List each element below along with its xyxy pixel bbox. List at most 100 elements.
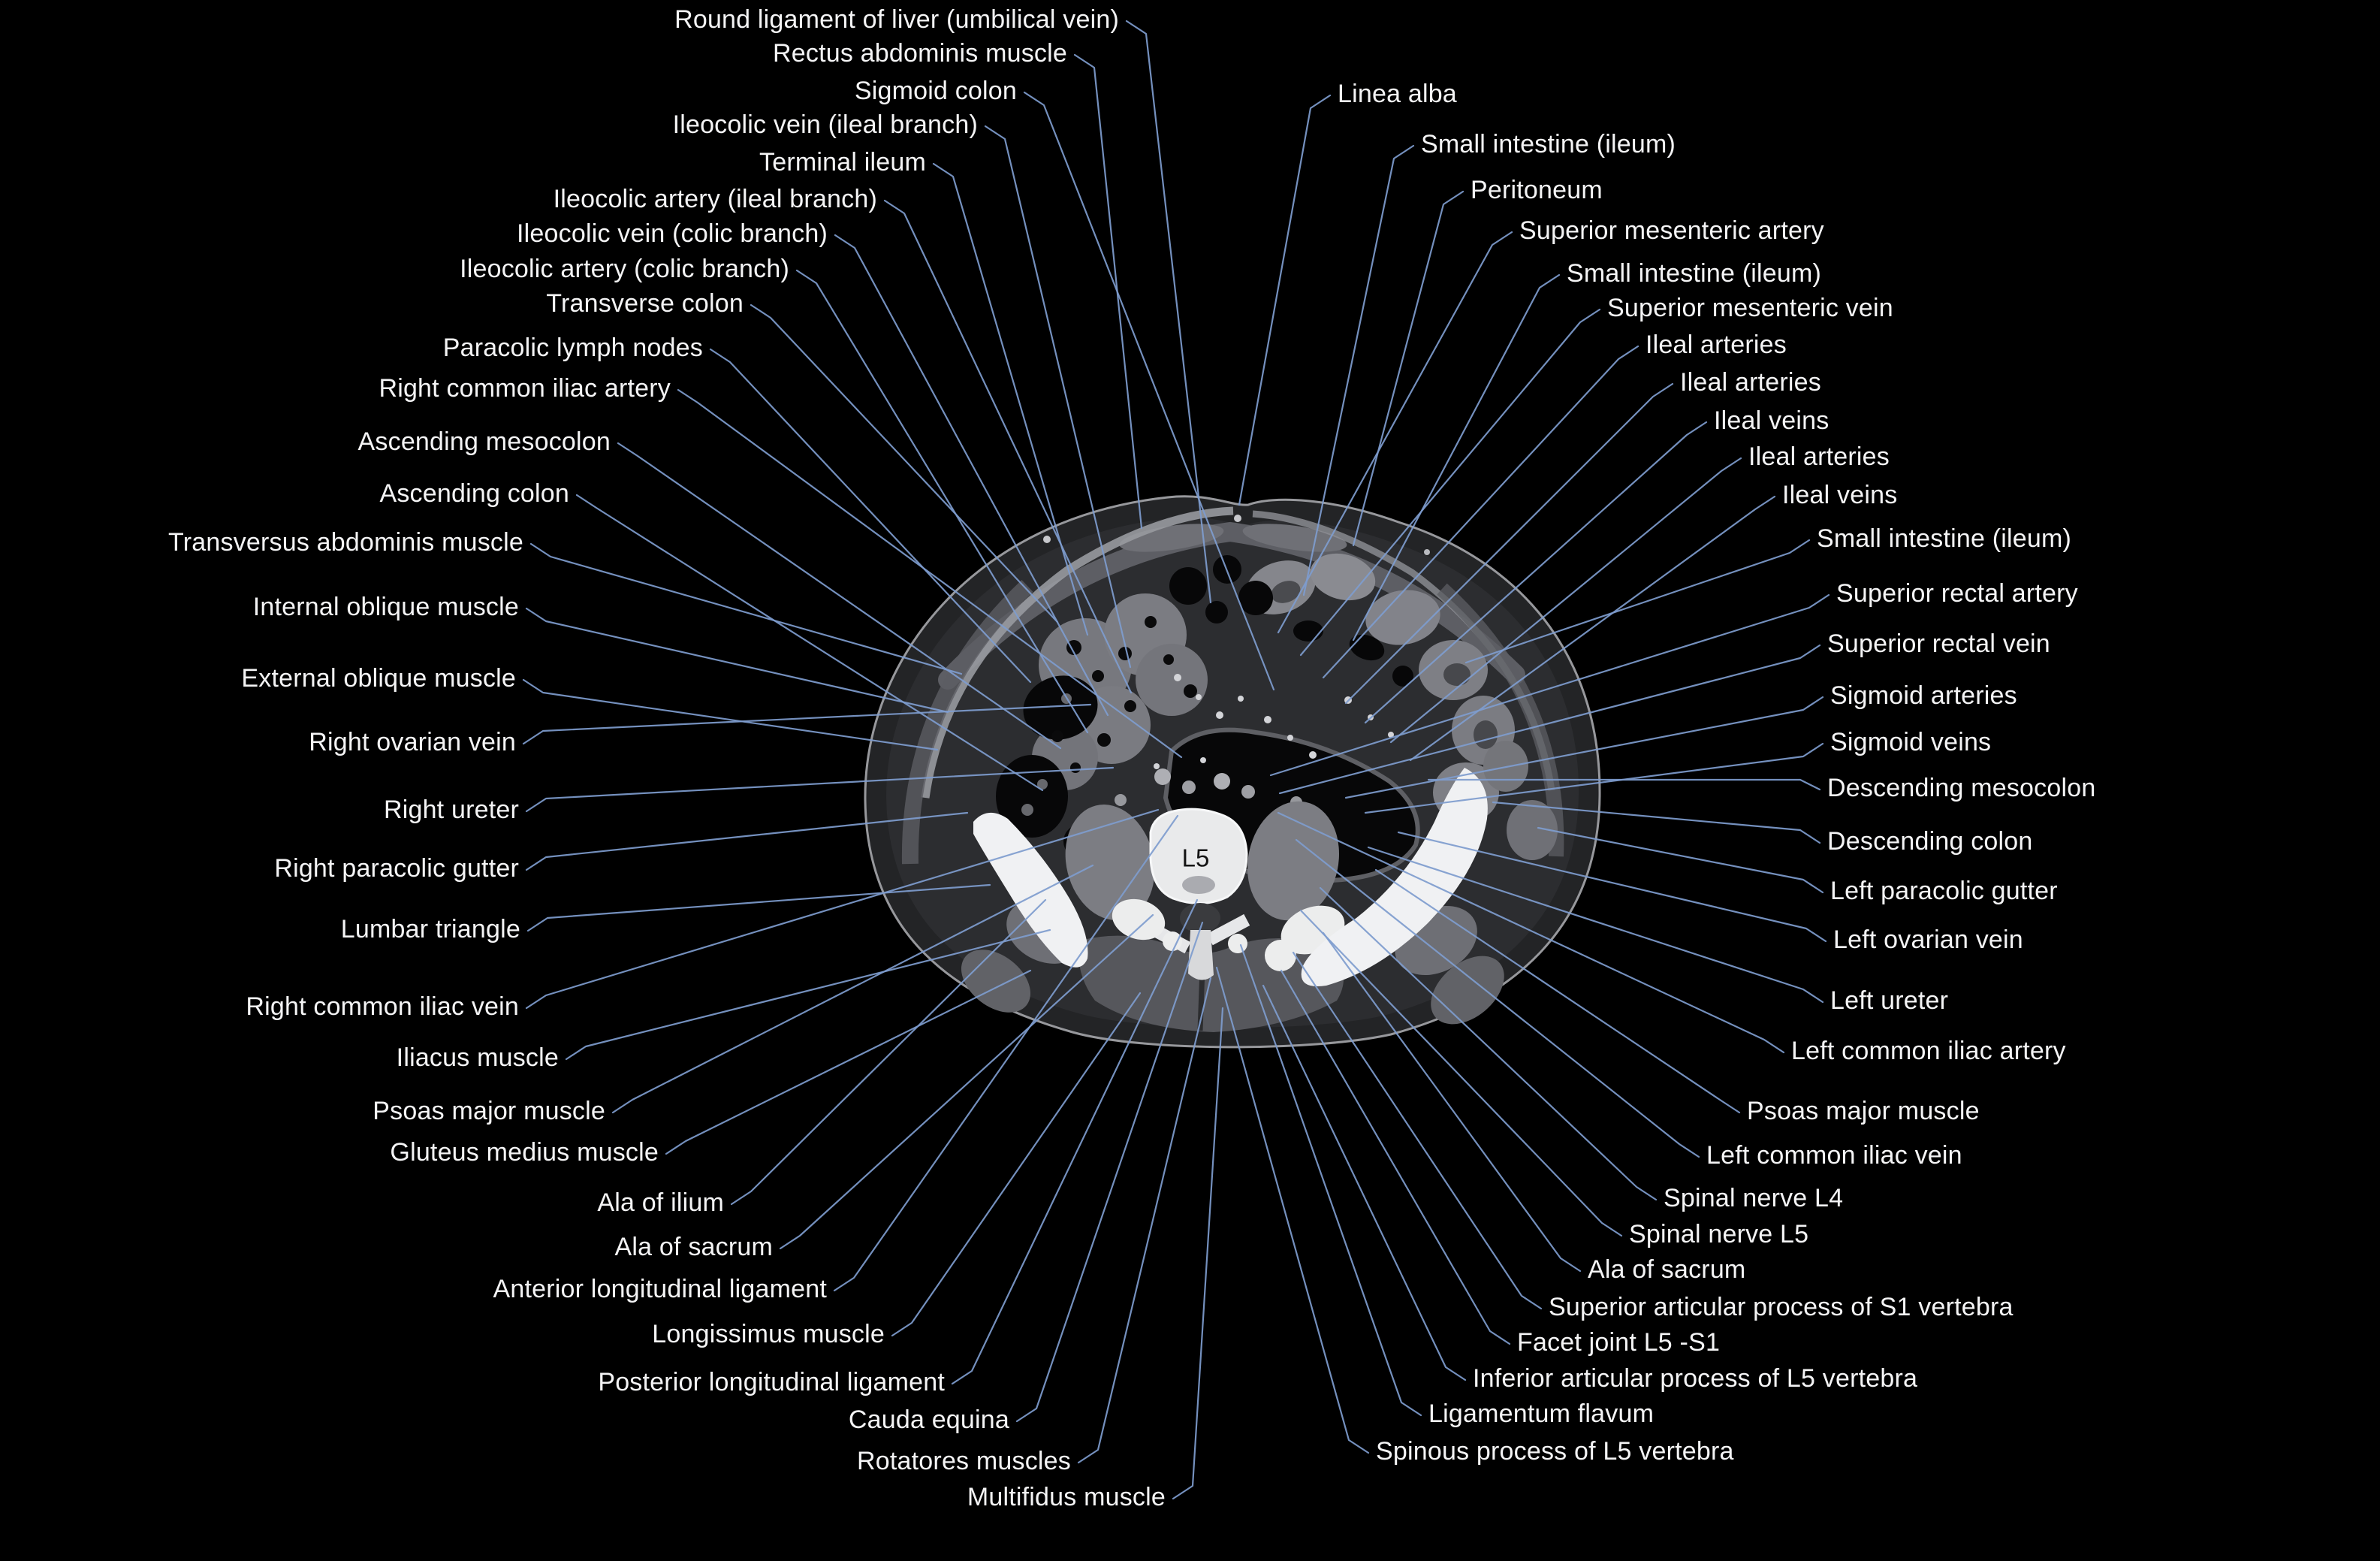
anatomy-label-rotatores-muscles: Rotatores muscles [857,1447,1071,1475]
annotation-line-posterior-longitudinal-ligament [951,898,1199,1385]
annotation-line-anterior-longitudinal-ligament [833,814,1179,1292]
annotation-lines [522,20,1830,1500]
annotation-line-superior-mesenteric-artery [1277,231,1513,634]
annotation-line-linea-alba [1238,94,1332,506]
annotation-line-terminal-ileum [932,162,1089,636]
annotation-line-multifidus-muscle [1172,1007,1224,1500]
annotation-line-peritoneum [1352,190,1464,547]
annotation-line-spinous-process-of-l5-vertebra [1215,966,1370,1454]
annotation-line-longissimus-muscle [891,992,1142,1337]
anatomy-label-inferior-articular-process-of-l5-vertebra: Inferior articular process of L5 vertebr… [1473,1364,1918,1393]
annotation-line-left-ureter [1367,846,1824,1004]
anatomy-label-left-common-iliac-artery: Left common iliac artery [1791,1037,2066,1065]
anatomy-label-linea-alba: Linea alba [1338,80,1457,108]
anatomy-label-small-intestine-ileum: Small intestine (ileum) [1567,259,1822,288]
annotation-line-right-ovarian-vein [522,703,1092,745]
annotation-line-spinal-nerve-l5 [1299,909,1623,1237]
annotation-line-ascending-mesocolon [617,442,1062,750]
bowel-loops [1032,553,1558,860]
anatomy-label-ileal-arteries: Ileal arteries [1645,331,1787,359]
anatomy-label-longissimus-muscle: Longissimus muscle [652,1320,885,1348]
annotation-line-ligamentum-flavum [1239,944,1422,1417]
annotation-line-ala-of-sacrum [779,913,1154,1250]
anatomy-label-ileal-arteries: Ileal arteries [1680,368,1821,397]
anatomy-label-ileal-veins: Ileal veins [1782,481,1898,509]
anatomy-label-ascending-colon: Ascending colon [379,479,569,508]
annotation-line-ileocolic-vein-colic-branch [834,234,1109,717]
anatomy-label-ala-of-ilium: Ala of ilium [597,1188,724,1217]
anatomy-label-internal-oblique-muscle: Internal oblique muscle [252,593,519,621]
annotation-line-left-common-iliac-artery [1277,811,1785,1054]
anatomy-label-ileocolic-artery-ileal-branch: Ileocolic artery (ileal branch) [553,185,877,213]
anatomy-label-descending-colon: Descending colon [1827,827,2033,856]
anatomy-label-left-ureter: Left ureter [1830,986,1949,1015]
anatomy-label-transverse-colon: Transverse colon [546,289,744,318]
anatomy-label-left-paracolic-gutter: Left paracolic gutter [1830,877,2058,905]
anatomy-label-right-common-iliac-artery: Right common iliac artery [379,374,671,403]
annotation-line-round-ligament-of-liver-umbilical-vein [1125,20,1212,604]
annotation-line-facet-joint-l5-s1 [1280,969,1511,1345]
annotation-line-ileocolic-artery-ileal-branch [883,199,1133,694]
vertebra-level-label: L5 [1182,844,1210,872]
anatomy-label-rectus-abdominis-muscle: Rectus abdominis muscle [773,39,1067,68]
annotation-line-ileal-veins [1364,421,1708,724]
annotation-line-superior-rectal-artery [1269,593,1830,777]
anatomy-label-ileal-veins: Ileal veins [1714,406,1829,435]
annotation-line-transversus-abdominis-muscle [529,542,963,675]
anatomy-label-peritoneum: Peritoneum [1471,176,1603,204]
anatomy-label-gluteus-medius-muscle: Gluteus medius muscle [390,1138,659,1167]
annotation-line-ileal-arteries [1389,457,1742,744]
anatomy-label-ileocolic-vein-ileal-branch: Ileocolic vein (ileal branch) [672,110,978,139]
annotation-line-right-ureter [525,766,1115,813]
annotation-line-ileal-arteries [1344,382,1674,705]
annotation-line-ileal-veins [1409,495,1776,762]
annotation-line-right-common-iliac-vein [525,808,1160,1010]
anatomy-label-spinal-nerve-l5: Spinal nerve L5 [1629,1220,1809,1248]
anatomy-label-descending-mesocolon: Descending mesocolon [1827,774,2096,802]
anatomy-label-cauda-equina: Cauda equina [848,1406,1009,1434]
anatomy-label-ileal-arteries: Ileal arteries [1748,442,1890,471]
anatomy-label-round-ligament-of-liver-umbilical-vein: Round ligament of liver (umbilical vein) [674,5,1119,34]
anatomy-label-psoas-major-muscle: Psoas major muscle [373,1097,605,1125]
annotation-line-gluteus-medius-muscle [665,969,1032,1155]
anatomy-label-lumbar-triangle: Lumbar triangle [340,915,520,944]
anatomy-label-ala-of-sacrum: Ala of sacrum [614,1233,773,1261]
anatomy-label-small-intestine-ileum: Small intestine (ileum) [1421,130,1676,159]
annotation-line-psoas-major-muscle [611,864,1094,1114]
annotation-line-ileocolic-artery-colic-branch [795,269,1089,734]
annotation-line-paracolic-lymph-nodes [709,348,1032,684]
annotation-line-small-intestine-ileum [1302,144,1415,596]
annotation-line-cauda-equina [1015,921,1204,1423]
anatomy-label-transversus-abdominis-muscle: Transversus abdominis muscle [168,528,523,557]
annotation-line-descending-colon [1492,801,1821,844]
annotation-line-superior-mesenteric-vein [1299,308,1601,657]
bones [973,768,1488,986]
spinous-process [1188,930,1214,980]
anatomy-label-anterior-longitudinal-ligament: Anterior longitudinal ligament [493,1275,827,1303]
anatomy-label-multifidus-muscle: Multifidus muscle [967,1483,1166,1511]
iliac-wing-left-side [1301,768,1488,986]
anatomy-label-ascending-mesocolon: Ascending mesocolon [357,427,611,456]
annotation-line-right-paracolic-gutter [525,811,969,871]
anatomy-label-left-common-iliac-vein: Left common iliac vein [1706,1141,1962,1170]
annotation-line-small-intestine-ileum [1352,273,1561,642]
annotation-line-descending-mesocolon [1427,778,1821,791]
annotation-line-spinal-nerve-l4 [1319,886,1658,1201]
annotation-line-lumbar-triangle [526,883,991,932]
anatomy-label-superior-articular-process-of-s1-vertebra: Superior articular process of S1 vertebr… [1549,1293,2013,1321]
spinal-canal [1180,903,1220,933]
anatomy-label-superior-rectal-artery: Superior rectal artery [1836,579,2078,608]
anatomy-label-left-ovarian-vein: Left ovarian vein [1833,925,2023,954]
anatomy-label-superior-mesenteric-vein: Superior mesenteric vein [1607,294,1893,322]
anatomy-label-external-oblique-muscle: External oblique muscle [241,664,516,693]
annotation-line-iliacus-muscle [565,928,1051,1061]
annotation-line-small-intestine-ileum [1464,539,1811,664]
anatomy-label-small-intestine-ileum: Small intestine (ileum) [1817,524,2072,553]
annotation-line-rectus-abdominis-muscle [1073,53,1143,530]
anatomy-label-superior-rectal-vein: Superior rectal vein [1827,630,2050,658]
annotation-line-sigmoid-arteries [1344,696,1824,799]
annotation-line-ileal-arteries [1322,345,1639,679]
